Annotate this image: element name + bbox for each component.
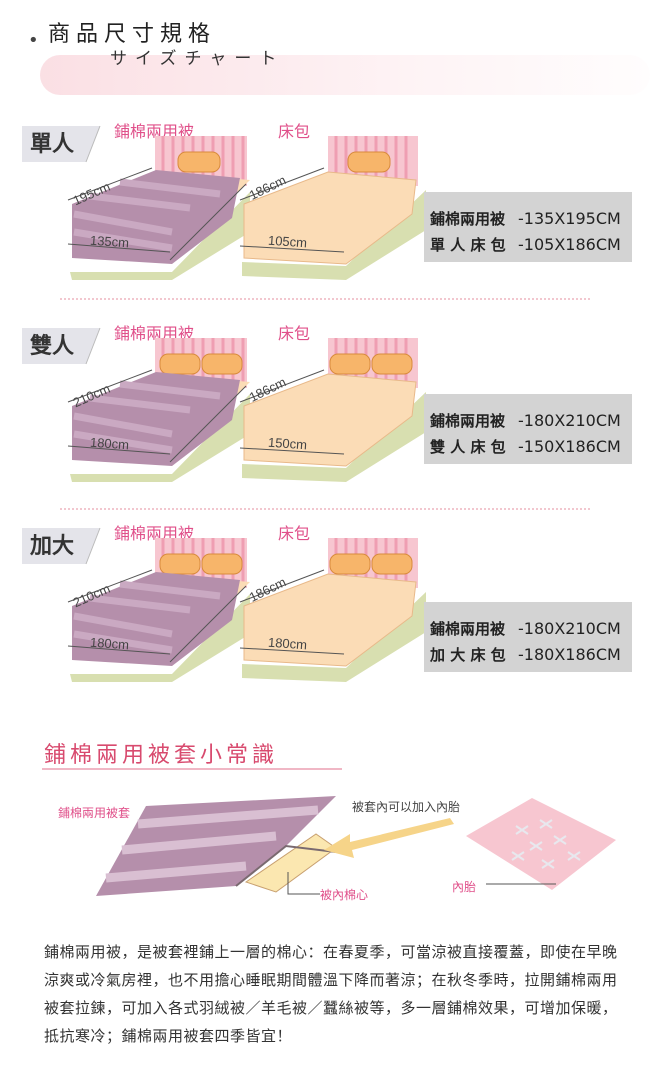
size-tag: 雙人: [30, 334, 75, 359]
spec-quilt-value: -180X210CM: [518, 619, 621, 638]
spec-quilt-name: 鋪棉兩用被: [430, 620, 506, 638]
fitted-width-dim: 180cm: [267, 634, 308, 653]
spec-fitted-value: -150X186CM: [518, 437, 621, 456]
quilt-bed-illustration: [67, 538, 250, 682]
inner-cotton-label: 被內棉心: [320, 888, 369, 902]
fitted-bed-illustration: [239, 538, 426, 682]
quilt-bed-illustration: [67, 338, 250, 482]
page-subtitle: サイズチャート: [110, 49, 285, 69]
spec-row-fitted: 加 大 床 包 -180X186CM: [430, 644, 621, 665]
spec-fitted-name: 加 大 床 包: [430, 646, 506, 664]
fitted-width-dim: 105cm: [267, 232, 308, 251]
page-title: 商品尺寸規格: [48, 22, 217, 47]
arrow-icon: [324, 818, 454, 858]
size-section-double: 雙人 鋪棉兩用被 床包 210cm 180cm: [0, 314, 650, 484]
tag-background: [22, 327, 101, 365]
quilt-bed-illustration: [67, 136, 250, 280]
fitted-label: 床包: [278, 324, 311, 343]
size-section-queen: 加大 鋪棉兩用被 床包 210cm 180cm: [0, 514, 650, 684]
inner-label: 內胎: [452, 880, 477, 894]
spec-row-quilt: 鋪棉兩用被 -135X195CM: [430, 208, 621, 229]
fitted-width-dim: 150cm: [267, 434, 308, 453]
spec-quilt-name: 鋪棉兩用被: [430, 210, 506, 228]
quilt-width-dim: 180cm: [89, 434, 130, 453]
spec-fitted-value: -105X186CM: [518, 235, 621, 254]
size-tag: 加大: [30, 534, 75, 559]
inner-quilt-illustration: [466, 798, 616, 890]
spec-row-fitted: 雙 人 床 包 -150X186CM: [430, 436, 621, 457]
spec-quilt-value: -135X195CM: [518, 209, 621, 228]
fitted-label: 床包: [278, 524, 311, 543]
fitted-bed-illustration: [239, 136, 426, 280]
spec-fitted-name: 單 人 床 包: [430, 236, 506, 254]
notes-title: 鋪棉兩用被套小常識: [44, 743, 279, 768]
pointer-line: [287, 872, 320, 895]
fitted-bed-illustration: [239, 338, 426, 482]
header-brush-stroke: [40, 55, 650, 95]
spec-box: 鋪棉兩用被 -180X210CM 加 大 床 包 -180X186CM: [424, 602, 632, 672]
spec-row-fitted: 單 人 床 包 -105X186CM: [430, 234, 621, 255]
size-tag: 單人: [30, 132, 75, 157]
quilt-width-dim: 180cm: [89, 634, 130, 653]
section-divider: [60, 508, 590, 510]
tag-background: [22, 527, 101, 565]
fitted-label: 床包: [278, 122, 311, 141]
spec-fitted-value: -180X186CM: [518, 645, 621, 664]
spec-quilt-value: -180X210CM: [518, 411, 621, 430]
spec-fitted-name: 雙 人 床 包: [430, 438, 506, 456]
cover-label: 鋪棉兩用被套: [58, 806, 131, 820]
quilt-cover-illustration: [96, 796, 337, 896]
quilt-width-dim: 135cm: [89, 232, 130, 251]
spec-box: 鋪棉兩用被 -135X195CM 單 人 床 包 -105X186CM: [424, 192, 632, 262]
tag-background: [22, 125, 101, 163]
description-paragraph: 鋪棉兩用被，是被套裡鋪上一層的棉心：在春夏季，可當涼被直接覆蓋，即使在早晚涼爽或…: [44, 943, 618, 1045]
spec-row-quilt: 鋪棉兩用被 -180X210CM: [430, 618, 621, 639]
bullet-dot: •: [28, 30, 39, 51]
size-section-single: 單人 鋪棉兩用被 床包 195cm 135cm: [0, 112, 650, 282]
spec-box: 鋪棉兩用被 -180X210CM 雙 人 床 包 -150X186CM: [424, 394, 632, 464]
notes-title-underline: [42, 768, 342, 770]
spec-row-quilt: 鋪棉兩用被 -180X210CM: [430, 410, 621, 431]
spec-quilt-name: 鋪棉兩用被: [430, 412, 506, 430]
section-divider: [60, 298, 590, 300]
insert-hint: 被套內可以加入內胎: [352, 800, 461, 814]
